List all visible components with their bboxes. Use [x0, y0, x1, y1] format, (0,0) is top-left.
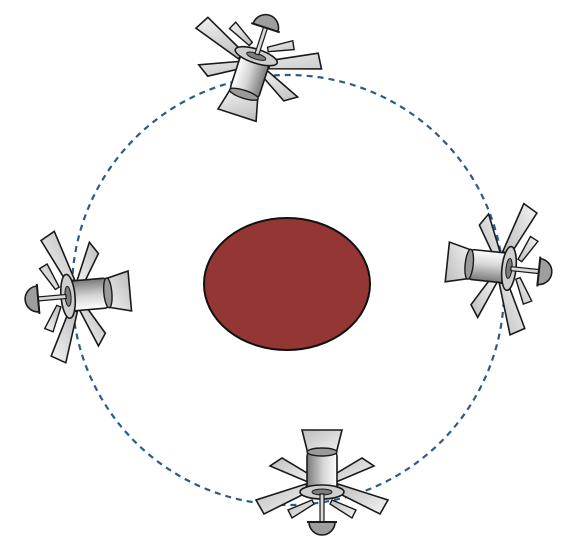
- satellite-right: [440, 196, 558, 338]
- planet-icon: [204, 218, 370, 350]
- satellite-bottom: [256, 430, 388, 535]
- satellite-top: [174, 0, 332, 136]
